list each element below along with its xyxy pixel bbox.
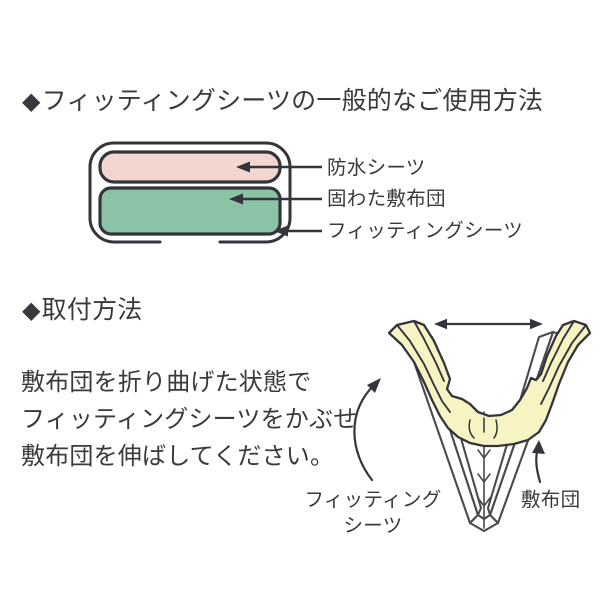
fitting-sheet-creases (396, 320, 587, 413)
callout-label-fitting-sheet-line-1: フィッティング (304, 488, 442, 511)
install-heading: ◆取付方法 (22, 297, 142, 322)
callout-label-mattress: 敷布団 (521, 488, 581, 511)
install-body-line-1: 敷布団を折り曲げた状態で (21, 368, 312, 396)
install-body-line-3: 敷布団を伸ばしてください。 (21, 442, 335, 470)
label-fitting-sheet: フィッティングシーツ (327, 219, 524, 242)
install-body-text: 敷布団を折り曲げた状態で フィッティングシーツをかぶせ 敷布団を伸ばしてください… (21, 364, 357, 475)
mattress-fold-vertex (468, 513, 500, 533)
usage-heading: ◆フィッティングシーツの一般的なご使用方法 (22, 88, 543, 113)
callout-label-fitting-sheet-line-2: シーツ (343, 514, 403, 537)
install-heading-label: 取付方法 (41, 295, 143, 324)
callout-label-fitting-sheet: フィッティングシーツ (303, 487, 443, 539)
diamond-bullet-icon-2: ◆ (22, 296, 41, 324)
waterproof-sheet-layer (98, 150, 282, 184)
usage-heading-label: フィッティングシーツの一般的なご使用方法 (41, 86, 544, 115)
install-body-line-2: フィッティングシーツをかぶせ (21, 405, 358, 433)
opening-width-arrow (434, 318, 543, 330)
callout-arrow-mattress (532, 440, 545, 484)
mattress-center-seam (477, 411, 491, 529)
firm-cotton-mattress-layer (98, 186, 282, 236)
label-firm-cotton-mattress: 固わた敷布団 (327, 187, 446, 210)
fitting-sheet-drape (387, 319, 592, 448)
fitting-sheet-wrinkles (468, 417, 498, 439)
label-waterproof-sheet: 防水シーツ (327, 156, 426, 179)
diamond-bullet-icon: ◆ (22, 87, 41, 115)
callout-arrow-fitting-sheet (353, 378, 381, 482)
leader-arrow-waterproof (236, 161, 322, 173)
fitting-sheet-outline-left (88, 165, 162, 244)
fitting-sheet-outline-right (88, 141, 292, 244)
leader-arrow-mattress (229, 193, 322, 205)
leader-arrow-fitting-sheet (274, 225, 322, 237)
